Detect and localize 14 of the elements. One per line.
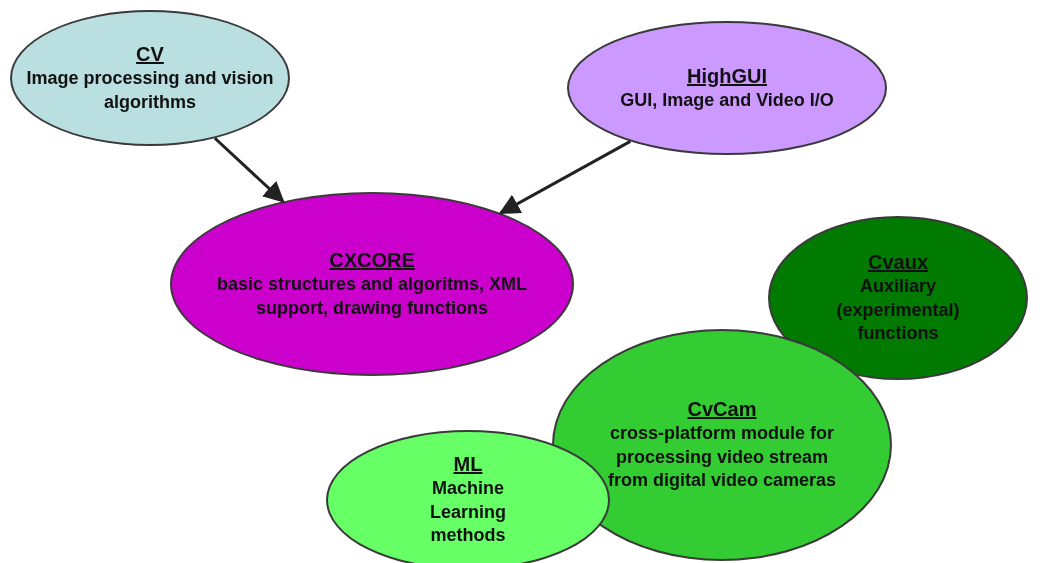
module-description: cross-platform module for processing video stream from digital video cameras	[607, 422, 837, 493]
module-title: CV	[136, 42, 164, 68]
module-description: Auxiliary (experimental) functions	[835, 275, 961, 346]
arrow	[213, 137, 285, 203]
module-title: Cvaux	[868, 250, 928, 276]
arrow	[498, 140, 632, 215]
module-title: CvCam	[687, 397, 757, 423]
module-title: ML	[453, 452, 483, 478]
module-description: basic structures and algoritms, XML support, drawing functions	[215, 273, 529, 320]
module-description: Image processing and vision algorithms	[25, 67, 275, 114]
module-title: HighGUI	[687, 63, 767, 89]
module-description: GUI, Image and Video I/O	[620, 88, 834, 112]
module-title: CXCORE	[329, 248, 415, 274]
module-description: Machine Learning methods	[429, 477, 507, 548]
